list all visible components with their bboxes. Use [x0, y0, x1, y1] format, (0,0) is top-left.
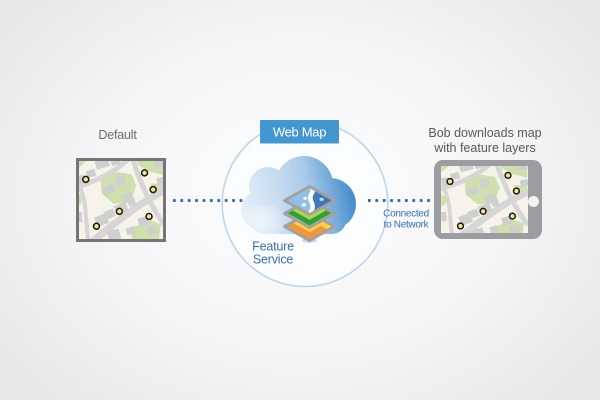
svg-text:Service: Service — [253, 253, 294, 267]
svg-text:Bob downloads map: Bob downloads map — [428, 126, 541, 140]
svg-text:Connected: Connected — [383, 208, 429, 219]
svg-text:to Network: to Network — [384, 219, 430, 230]
svg-text:with feature layers: with feature layers — [433, 141, 535, 155]
svg-text:Feature: Feature — [252, 240, 294, 254]
svg-text:Default: Default — [98, 128, 137, 142]
svg-text:Web Map: Web Map — [273, 125, 326, 140]
